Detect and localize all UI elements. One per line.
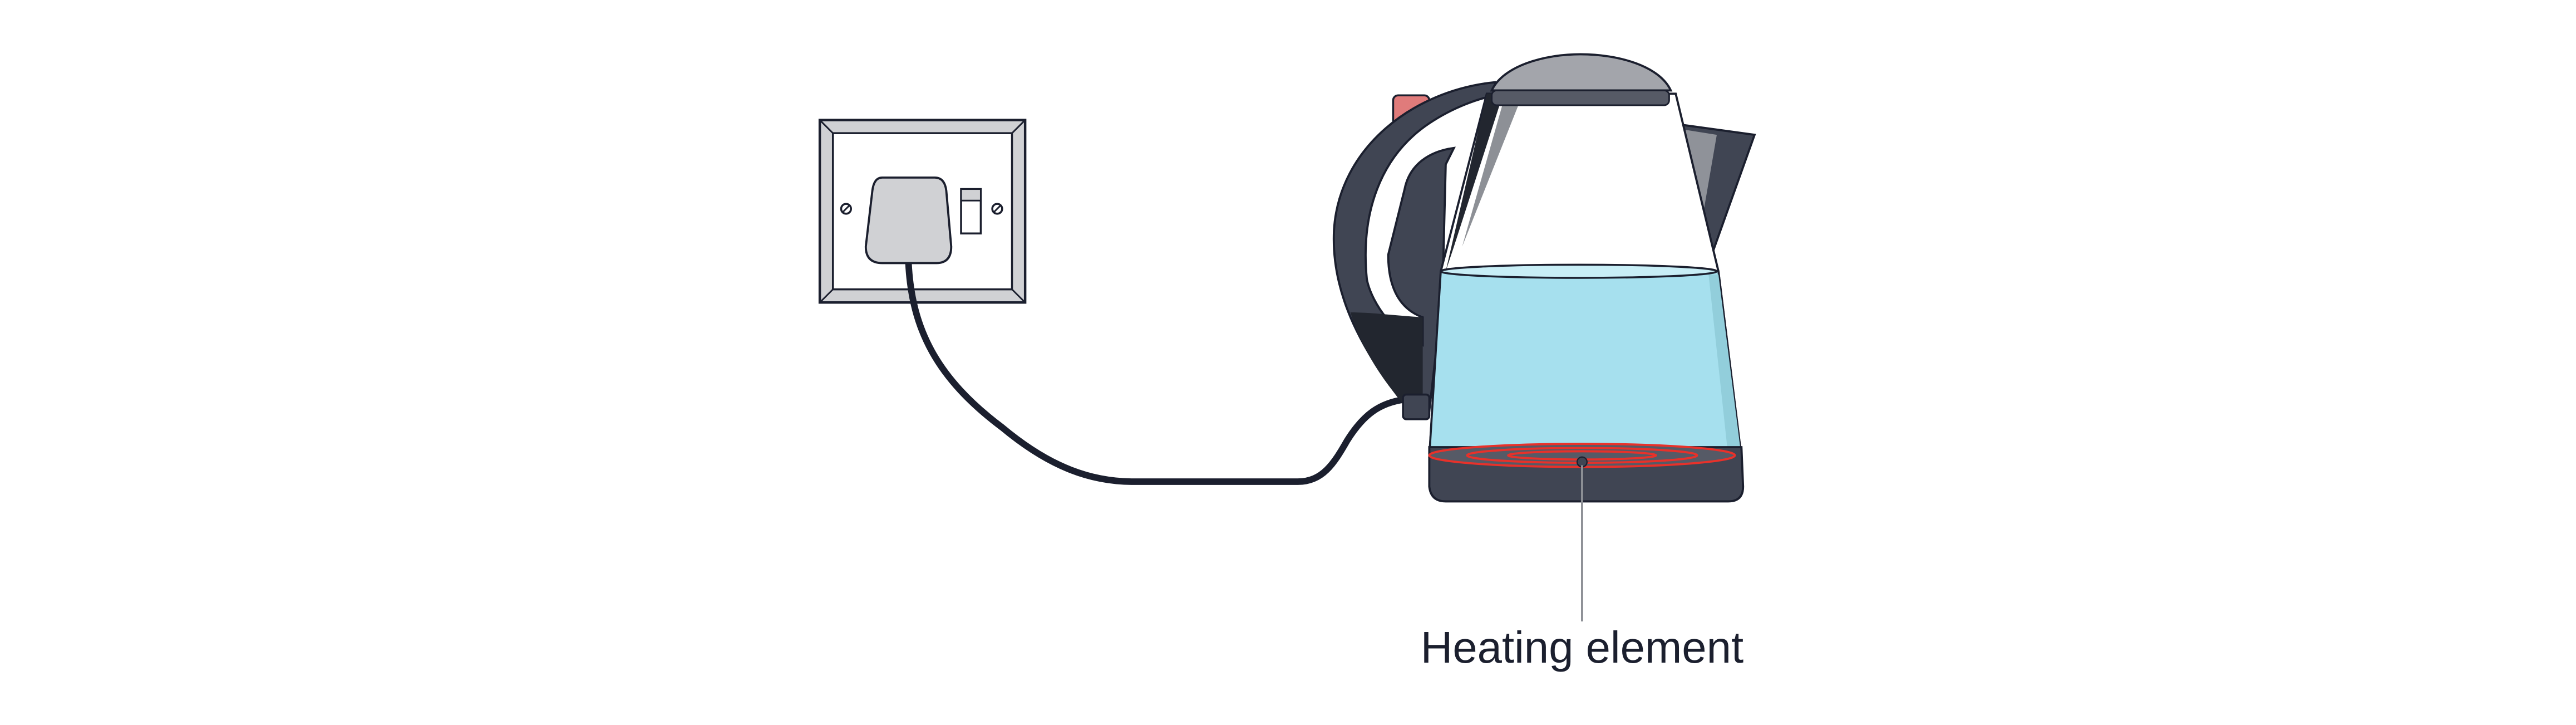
power-cable: [905, 259, 1408, 485]
kettle: [1332, 53, 1756, 503]
heating-element-label: Heating element: [1421, 623, 1743, 672]
kettle-lid: [1490, 53, 1673, 92]
screw-icon: [840, 203, 852, 215]
plug: [864, 176, 953, 264]
socket-switch: [960, 188, 982, 235]
water: [1428, 270, 1743, 458]
screw-icon: [991, 203, 1003, 215]
